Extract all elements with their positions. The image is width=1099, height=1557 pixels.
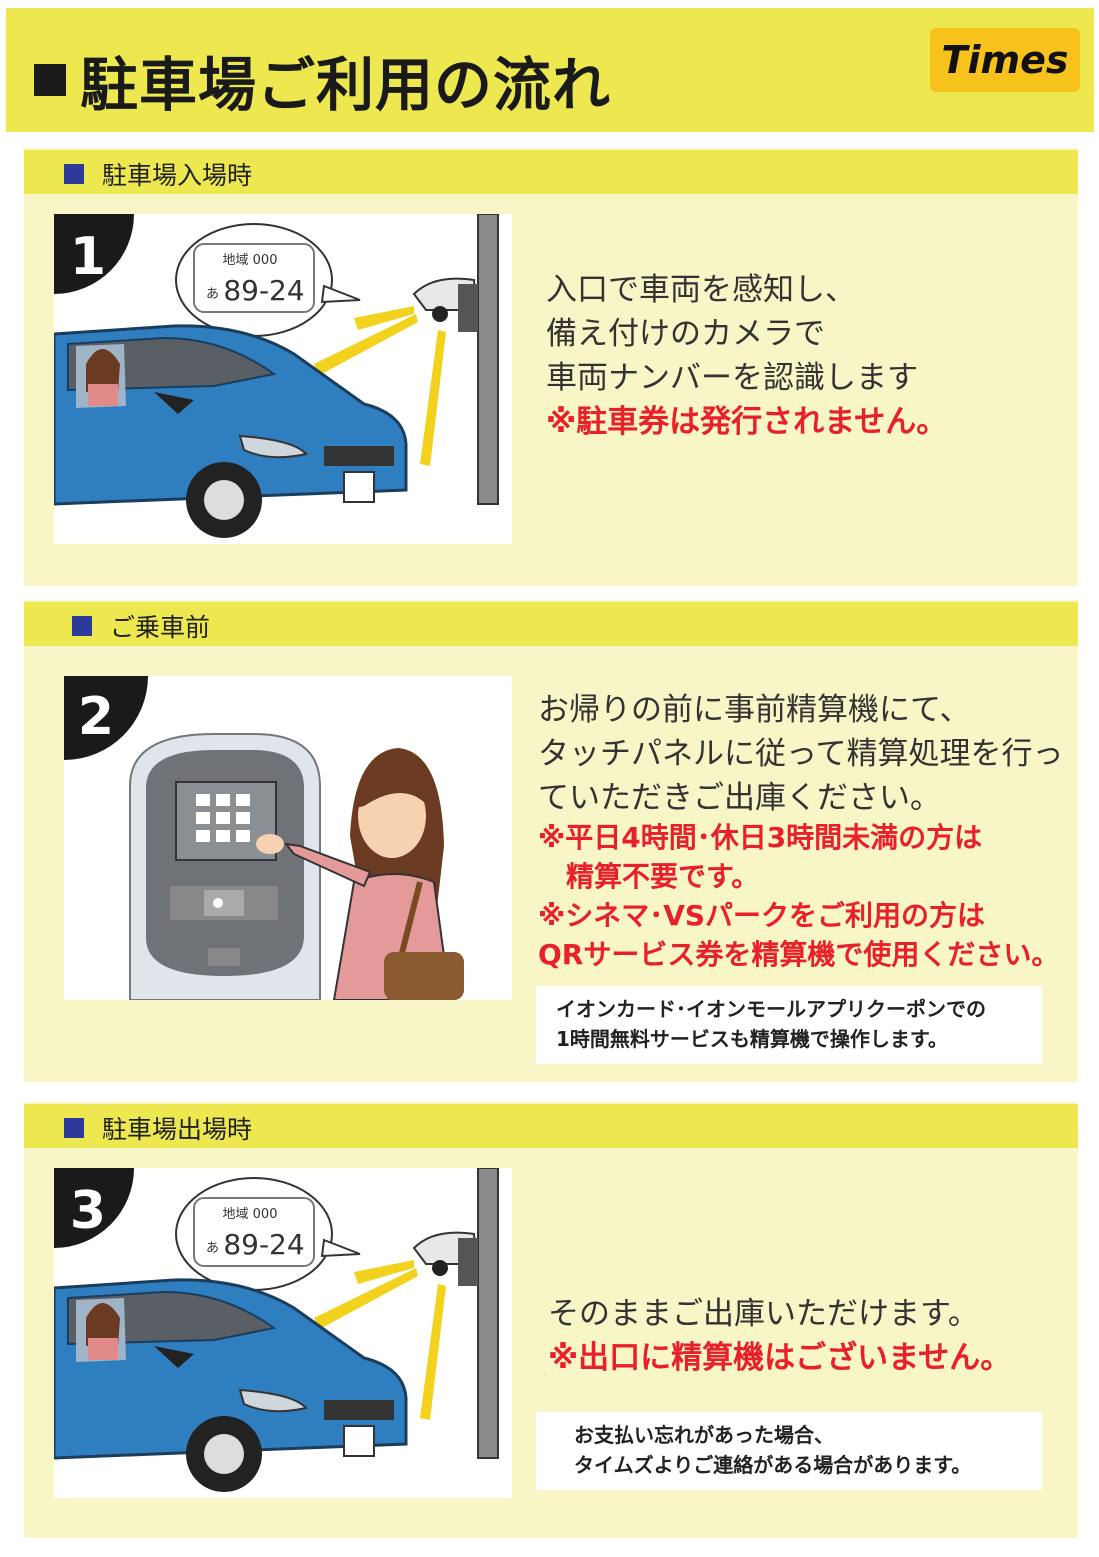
svg-text:89-24: 89-24 <box>223 1228 304 1261</box>
car-illustration <box>54 324 408 538</box>
page-header: 駐車場ご利用の流れ Times <box>6 8 1094 132</box>
step-3-heading: 駐車場出場時 <box>102 1115 253 1144</box>
text-line: 車両ナンバーを認識します <box>546 360 918 396</box>
step-2-description: お帰りの前に事前精算機にて、 タッチパネルに従って精算処理を行っ ていただきご出… <box>538 688 1063 820</box>
text-line: 入口で車両を感知し、 <box>546 272 856 308</box>
warning-line: ※駐車券は発行されません。 <box>546 404 948 440</box>
svg-text:89-24: 89-24 <box>223 274 304 307</box>
warning-line: ※平日4時間･休日3時間未満の方は <box>538 821 983 854</box>
camera-pole <box>477 214 499 505</box>
text-line: 備え付けのカメラで <box>546 316 825 352</box>
page-title: 駐車場ご利用の流れ <box>80 51 612 119</box>
step-number-badge <box>54 214 134 294</box>
step-2-illustration: 2 <box>64 676 512 1000</box>
warning-line: ※出口に精算機はございません。 <box>548 1340 1012 1376</box>
step-3-description: そのままご出庫いただけます。 ※出口に精算機はございません。 <box>548 1292 1011 1380</box>
warning-line: ※シネマ･VSパークをご利用の方は <box>538 899 986 932</box>
camera-icon <box>412 277 478 332</box>
step-1-number: 1 <box>70 227 106 287</box>
note-line: お支払い忘れがあった場合、 <box>574 1423 834 1447</box>
step-number-badge <box>54 1168 134 1248</box>
car-illustration <box>54 1278 408 1492</box>
step-1-illustration: 1 地域 000 あ 89-24 <box>54 214 512 544</box>
step-3-number: 3 <box>70 1181 106 1241</box>
step-2-warnings: ※平日4時間･休日3時間未満の方は 精算不要です。 ※シネマ･VSパークをご利用… <box>538 818 1059 974</box>
step-1-heading: 駐車場入場時 <box>102 161 253 190</box>
warning-line: 精算不要です。 <box>538 860 760 893</box>
text-line: ていただきご出庫ください。 <box>538 780 941 816</box>
woman-illustration <box>256 748 464 1000</box>
step-3-note: お支払い忘れがあった場合、 タイムズよりご連絡がある場合があります。 <box>536 1412 1042 1490</box>
text-line: お帰りの前に事前精算機にて、 <box>538 692 971 728</box>
payment-machine-illustration <box>129 733 321 1000</box>
step-1-header: 駐車場入場時 <box>24 150 1078 194</box>
step-2-note: イオンカード･イオンモールアプリクーポンでの 1時間無料サービスも精算機で操作し… <box>536 986 1042 1064</box>
svg-text:あ: あ <box>206 287 219 302</box>
step-number-badge <box>64 676 148 760</box>
text-line: そのままご出庫いただけます。 <box>548 1296 979 1332</box>
step-2-number: 2 <box>78 687 114 747</box>
title-bullet-icon <box>34 64 66 96</box>
step-3-header: 駐車場出場時 <box>24 1104 1078 1148</box>
step-1-description: 入口で車両を感知し、 備え付けのカメラで 車両ナンバーを認識します ※駐車券は発… <box>546 268 947 444</box>
step-2-header: ご乗車前 <box>24 602 1078 646</box>
svg-text:あ: あ <box>206 1241 219 1256</box>
note-line: タイムズよりご連絡がある場合があります。 <box>574 1453 972 1477</box>
square-bullet-icon <box>72 616 92 636</box>
license-plate-bubble: 地域 000 あ 89-24 <box>175 223 361 337</box>
note-line: イオンカード･イオンモールアプリクーポンでの <box>556 997 986 1021</box>
note-line: 1時間無料サービスも精算機で操作します。 <box>556 1027 948 1051</box>
times-logo: Times <box>930 28 1080 92</box>
square-bullet-icon <box>64 1118 84 1138</box>
camera-pole <box>477 1168 499 1459</box>
square-bullet-icon <box>64 164 84 184</box>
step-2-heading: ご乗車前 <box>110 613 211 642</box>
step-3-illustration: 3 地域 000 あ 89-24 <box>54 1168 512 1498</box>
text-line: タッチパネルに従って精算処理を行っ <box>538 736 1064 772</box>
svg-text:地域 000: 地域 000 <box>223 1207 278 1222</box>
license-plate-bubble: 地域 000 あ 89-24 <box>175 1177 361 1291</box>
warning-line: QRサービス券を精算機で使用ください。 <box>538 938 1060 971</box>
svg-text:地域 000: 地域 000 <box>223 253 278 268</box>
camera-icon <box>412 1231 478 1286</box>
